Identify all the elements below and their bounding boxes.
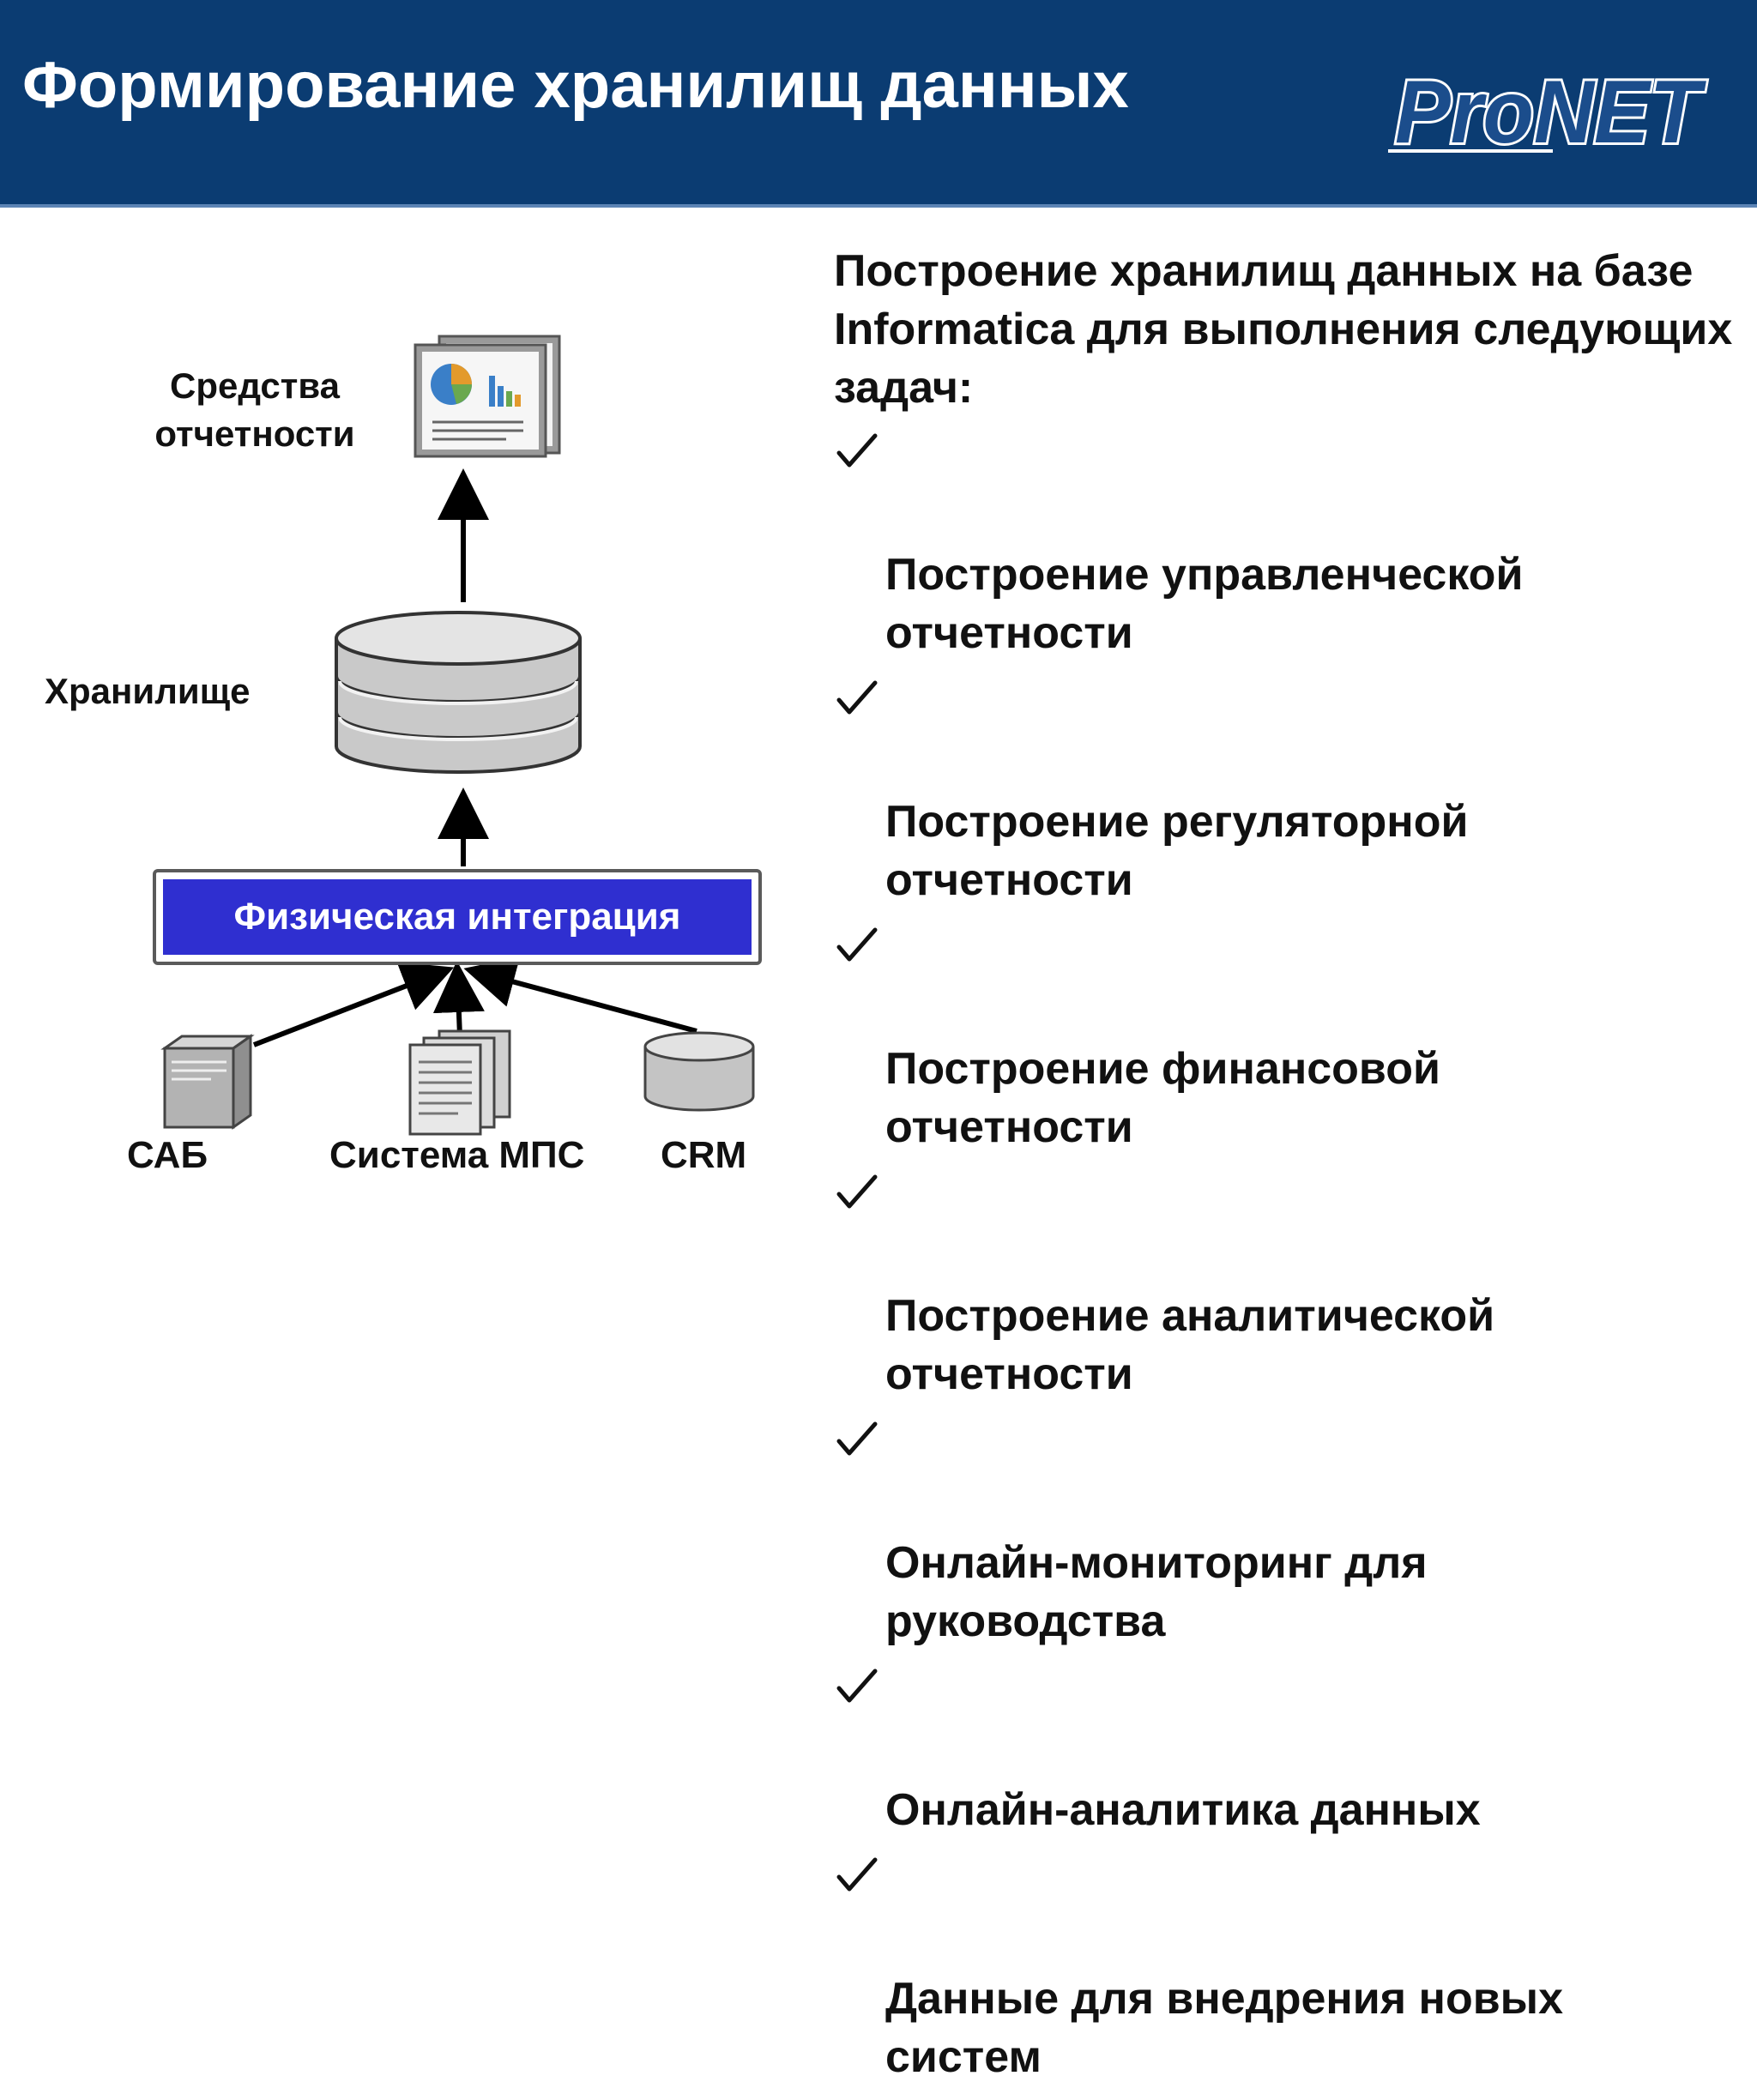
checkmark-icon [836,927,878,962]
arrow-crm-to-integration [463,956,697,1034]
tasks-panel: Построение хранилищ данных на базе Infor… [834,242,1735,2100]
reports-label: Средства отчетности [154,365,355,454]
task-item: Онлайн-мониторинг для руководства [834,1417,1735,1650]
flow-arrows [252,468,697,1047]
source-label-sab: САБ [127,1134,208,1176]
task-item: Онлайн-аналитика данных [834,1664,1735,1839]
checkmark-icon [836,433,878,468]
arrow-sab-to-integration [252,962,455,1047]
tasks-list: Построение управленческой отчетности Пос… [834,429,1735,2086]
task-text: Онлайн-аналитика данных [885,1785,1481,1835]
source-label-mps: Система МПС [329,1134,585,1176]
pronet-logo: ProNET ProNET [1388,60,1709,161]
logo-lettering: ProNET [1395,63,1706,161]
task-item: Построение аналитической отчетности [834,1170,1735,1403]
task-item: Данные для внедрения новых систем [834,1853,1735,2086]
task-text: Данные для внедрения новых систем [885,1974,1564,2082]
task-text: Построение управленческой отчетности [885,550,1524,658]
checkmark-icon [836,1421,878,1456]
storage-database-icon [335,611,582,774]
integration-fill: Физическая интеграция [163,879,752,955]
logo-lettering-fill: ProNET [1395,63,1706,161]
task-text: Построение финансовой отчетности [885,1044,1440,1152]
documents-icon [408,1029,511,1136]
task-text: Построение аналитической отчетности [885,1291,1495,1399]
tasks-intro: Построение хранилищ данных на базе Infor… [834,246,1733,413]
database-icon [643,1031,755,1112]
integration-label: Физическая интеграция [233,896,681,938]
slide-header: Формирование хранилищ данных ProNET ProN… [0,0,1757,208]
task-item: Построение управленческой отчетности [834,429,1735,662]
task-text: Построение регуляторной отчетности [885,797,1469,905]
task-item: Построение регуляторной отчетности [834,676,1735,909]
reports-icon [414,335,561,458]
task-item: Построение финансовой отчетности [834,923,1735,1156]
checkmark-icon [836,1857,878,1892]
architecture-diagram: Средства отчетности Хранилище Физическая… [0,206,824,1318]
arrow-mps-to-integration [432,961,485,1037]
checkmark-icon [836,680,878,715]
checkmark-icon [836,1669,878,1703]
storage-label: Хранилище [45,671,251,711]
integration-box: Физическая интеграция [153,869,762,965]
server-icon [160,1034,255,1130]
checkmark-icon [836,1174,878,1209]
task-text: Онлайн-мониторинг для руководства [885,1538,1428,1646]
source-label-crm: CRM [661,1134,747,1176]
slide-title: Формирование хранилищ данных [22,49,1129,122]
